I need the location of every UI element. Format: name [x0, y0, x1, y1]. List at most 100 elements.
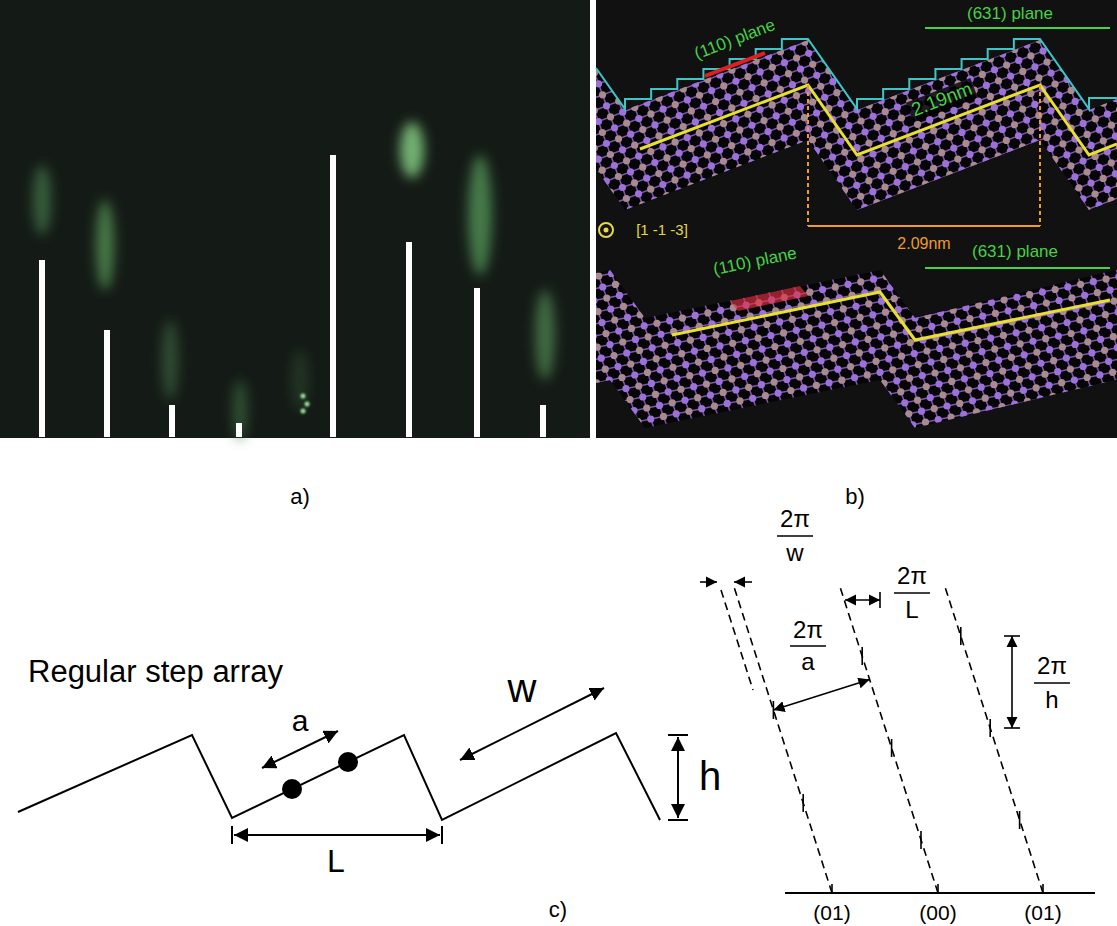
atom: [760, 155, 767, 162]
atomic-bond: [1087, 210, 1091, 221]
atomic-bond: [1087, 54, 1099, 59]
atomic-bond: [909, 211, 921, 216]
atom: [655, 170, 662, 177]
atom: [752, 170, 759, 177]
atomic-bond: [982, 187, 986, 198]
atomic-bond: [865, 57, 869, 68]
atom: [934, 176, 941, 183]
atomic-bond: [788, 220, 800, 225]
atomic-bond: [687, 208, 699, 213]
atomic-bond: [1006, 173, 1018, 178]
atom: [833, 202, 840, 209]
atomic-bond: [752, 163, 756, 174]
atom: [680, 123, 687, 130]
atomic-bond: [1104, 61, 1116, 66]
atomic-bond: [1099, 87, 1111, 92]
atomic-bond: [687, 62, 691, 73]
atom: [595, 80, 602, 87]
atomic-bond: [683, 51, 687, 62]
atomic-bond: [1112, 83, 1117, 88]
atomic-bond: [893, 209, 897, 220]
atom: [910, 34, 917, 41]
atom: [793, 167, 800, 174]
atomic-bond: [1067, 42, 1071, 53]
atom: [926, 191, 933, 198]
atomic-bond: [627, 81, 639, 86]
atom: [619, 146, 626, 153]
atomic-bond: [607, 68, 611, 79]
atom: [740, 175, 747, 182]
atomic-bond: [873, 36, 885, 41]
atomic-bond: [704, 26, 716, 31]
atomic-bond: [1104, 28, 1108, 39]
atomic-bond: [882, 21, 894, 26]
atomic-bond: [1043, 197, 1055, 202]
atom: [995, 152, 1002, 159]
atom: [704, 114, 711, 121]
atom: [898, 152, 905, 159]
atom: [955, 42, 962, 49]
atomic-bond: [723, 194, 735, 199]
atomic-bond: [994, 216, 1006, 221]
atomic-bond: [716, 22, 728, 27]
atomic-bond: [950, 175, 954, 186]
atomic-bond: [933, 201, 945, 206]
atomic-bond: [978, 172, 990, 177]
atomic-bond: [885, 69, 897, 74]
atom: [764, 203, 771, 210]
atom: [684, 134, 691, 141]
atomic-bond: [865, 52, 877, 57]
atomic-bond: [1055, 197, 1059, 208]
atomic-bond: [667, 40, 679, 45]
atom: [712, 173, 719, 180]
atom: [918, 207, 925, 214]
atom: [700, 140, 707, 147]
atomic-bond: [820, 162, 824, 173]
atomic-bond: [1103, 211, 1115, 216]
atomic-bond: [735, 194, 739, 205]
atomic-bond: [731, 221, 735, 232]
atom: [656, 57, 663, 64]
atomic-bond: [679, 191, 683, 202]
atomic-bond: [873, 41, 877, 52]
atomic-bond: [1087, 92, 1099, 97]
atom: [672, 63, 679, 70]
atom: [619, 71, 626, 78]
atomic-bond: [942, 186, 954, 191]
atom: [878, 59, 885, 66]
atom: [841, 186, 848, 193]
atom: [910, 185, 917, 192]
atomic-bond: [869, 214, 881, 219]
atomic-bond: [599, 42, 611, 47]
atomic-bond: [1010, 151, 1014, 162]
atomic-bond: [1027, 153, 1039, 158]
diffraction-streak: [96, 200, 114, 290]
atomic-bond: [1051, 219, 1063, 224]
atom: [954, 193, 961, 200]
atomic-bond: [857, 35, 861, 46]
atomic-bond: [861, 83, 865, 94]
atom: [962, 102, 969, 109]
atomic-bond: [586, 126, 590, 137]
atomic-bond: [1055, 42, 1067, 47]
atom: [712, 23, 719, 30]
atomic-bond: [812, 210, 824, 215]
atom: [704, 151, 711, 158]
atom: [728, 104, 735, 111]
atom: [599, 91, 606, 98]
atom: [664, 41, 671, 48]
atom: [607, 113, 614, 120]
atom: [813, 185, 820, 192]
atom: [603, 27, 610, 34]
atom: [821, 207, 828, 214]
atom: [906, 23, 913, 30]
atomic-bond: [930, 44, 934, 55]
atom: [744, 111, 751, 118]
atom: [914, 83, 921, 90]
atom: [732, 191, 739, 198]
atomic-bond: [950, 212, 954, 223]
atomic-bond: [594, 181, 606, 186]
atomic-bond: [647, 211, 659, 216]
atom: [708, 87, 715, 94]
atomic-bond: [691, 69, 703, 74]
